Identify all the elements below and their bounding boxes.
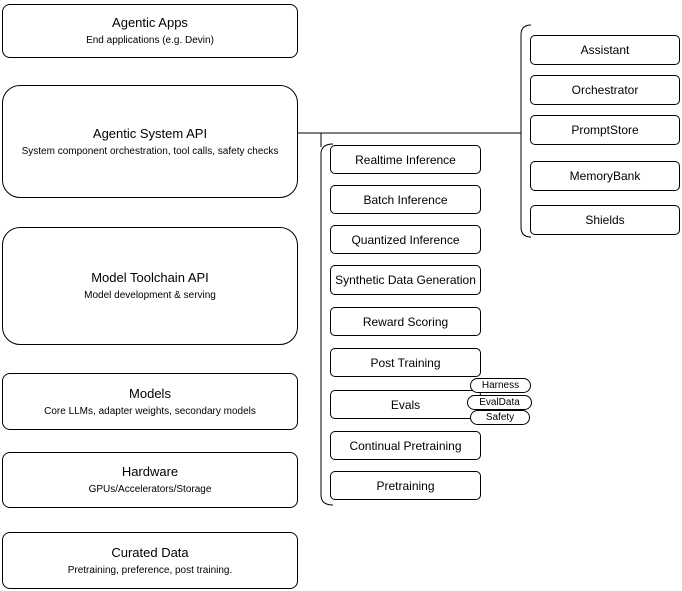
node-title: Hardware: [121, 464, 179, 479]
node-curated-data: Curated Data Pretraining, preference, po…: [2, 532, 298, 589]
tag-label: EvalData: [479, 396, 520, 408]
tag-safety: Safety: [470, 410, 530, 425]
node-orchestrator: Orchestrator: [530, 75, 680, 105]
tag-evaldata: EvalData: [467, 395, 532, 410]
node-subtitle: System component orchestration, tool cal…: [21, 145, 279, 157]
bracket-middle-group: [320, 143, 334, 506]
node-label: Shields: [585, 213, 625, 227]
node-synthetic-data-generation: Synthetic Data Generation: [330, 265, 481, 295]
node-title: Curated Data: [111, 544, 189, 560]
node-subtitle: Model development & serving: [84, 290, 216, 301]
node-label: Continual Pretraining: [349, 438, 462, 453]
node-evals: Evals: [330, 390, 481, 419]
node-label: Pretraining: [376, 478, 435, 493]
node-continual-pretraining: Continual Pretraining: [330, 431, 481, 460]
node-shields: Shields: [530, 205, 680, 235]
node-hardware: Hardware GPUs/Accelerators/Storage: [2, 452, 298, 508]
node-label: Batch Inference: [363, 192, 448, 207]
bracket-right-group: [520, 24, 532, 238]
node-agentic-apps: Agentic Apps End applications (e.g. Devi…: [2, 4, 298, 58]
node-memorybank: MemoryBank: [530, 161, 680, 191]
node-reward-scoring: Reward Scoring: [330, 307, 481, 336]
node-assistant: Assistant: [530, 35, 680, 65]
node-title: Agentic Apps: [112, 15, 188, 30]
node-label: Assistant: [580, 43, 630, 57]
node-label: Evals: [390, 397, 421, 412]
node-label: Reward Scoring: [362, 314, 449, 329]
node-agentic-system-api: Agentic System API System component orch…: [2, 85, 298, 198]
node-model-toolchain-api: Model Toolchain API Model development & …: [2, 227, 298, 345]
node-promptstore: PromptStore: [530, 115, 680, 145]
node-batch-inference: Batch Inference: [330, 185, 481, 214]
node-models: Models Core LLMs, adapter weights, secon…: [2, 373, 298, 430]
node-quantized-inference: Quantized Inference: [330, 225, 481, 254]
node-label: Quantized Inference: [351, 232, 460, 247]
tag-harness: Harness: [470, 378, 531, 393]
node-label: Realtime Inference: [355, 152, 456, 167]
node-subtitle: Pretraining, preference, post training.: [67, 564, 233, 576]
node-title: Model Toolchain API: [91, 270, 209, 285]
node-label: MemoryBank: [569, 169, 641, 183]
node-label: Orchestrator: [571, 83, 639, 97]
node-title: Agentic System API: [92, 125, 208, 141]
node-label: PromptStore: [571, 123, 639, 137]
node-subtitle: End applications (e.g. Devin): [86, 35, 214, 46]
tag-label: Harness: [481, 379, 520, 391]
tag-label: Safety: [485, 411, 515, 423]
node-label: Post Training: [370, 355, 441, 370]
node-subtitle: GPUs/Accelerators/Storage: [88, 484, 212, 495]
node-title: Models: [129, 385, 171, 401]
node-pretraining: Pretraining: [330, 471, 481, 500]
node-label: Synthetic Data Generation: [335, 273, 476, 287]
node-subtitle: Core LLMs, adapter weights, secondary mo…: [44, 405, 256, 417]
node-realtime-inference: Realtime Inference: [330, 145, 481, 174]
node-post-training: Post Training: [330, 348, 481, 377]
